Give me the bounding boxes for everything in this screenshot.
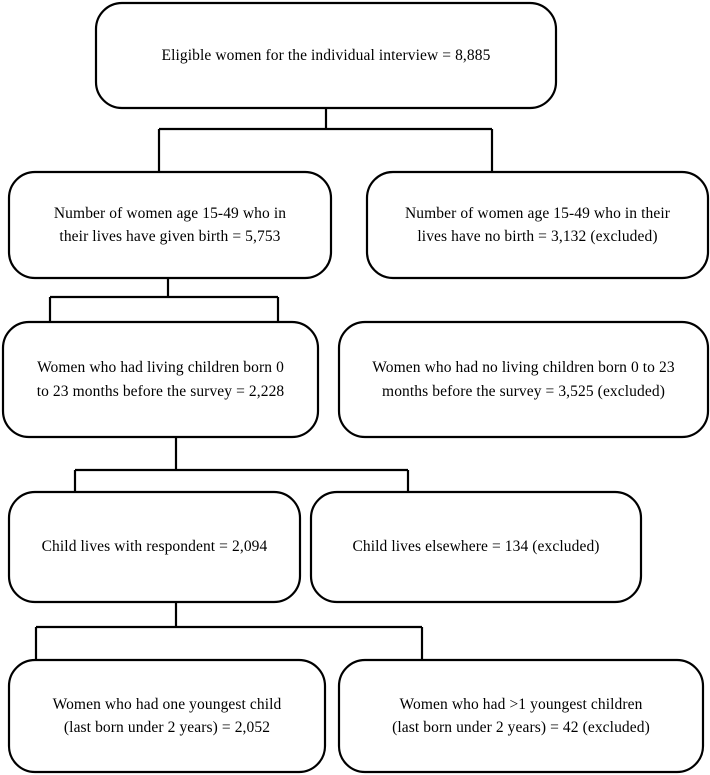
node-box-child-with-respondent[interactable] [7,490,302,604]
connector-eligible-to-level2 [157,108,494,172]
connector-group [34,108,494,660]
node-box-given-birth[interactable] [7,170,333,280]
connector-givenbirth-to-level3 [48,278,280,322]
node-box-multiple-youngest-children[interactable] [337,658,705,774]
node-box-eligible-women[interactable] [94,1,558,110]
node-box-living-children[interactable] [1,320,320,439]
node-box-no-living-children[interactable] [337,320,710,439]
node-box-child-elsewhere[interactable] [309,490,643,604]
connector-childrespondent-to-level5 [34,602,424,660]
connector-livingchildren-to-level4 [73,437,410,492]
node-box-no-birth[interactable] [365,170,710,280]
node-box-one-youngest-child[interactable] [7,658,327,774]
